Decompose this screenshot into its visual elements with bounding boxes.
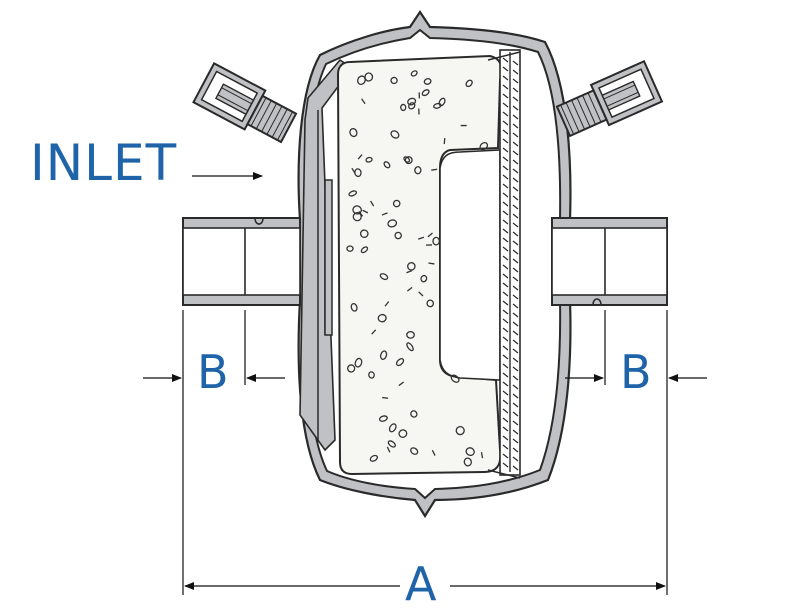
inlet-fitting: [193, 63, 298, 147]
dim-a-label: A: [405, 561, 436, 607]
dim-b-right-label: B: [620, 349, 652, 395]
inlet-label: INLET: [30, 138, 177, 188]
right-connection-tube: [552, 218, 667, 305]
left-connection-tube: [183, 218, 300, 305]
outlet-fitting: [555, 61, 662, 141]
dim-b-left-label: B: [197, 349, 229, 395]
desiccant-core: [338, 56, 502, 474]
